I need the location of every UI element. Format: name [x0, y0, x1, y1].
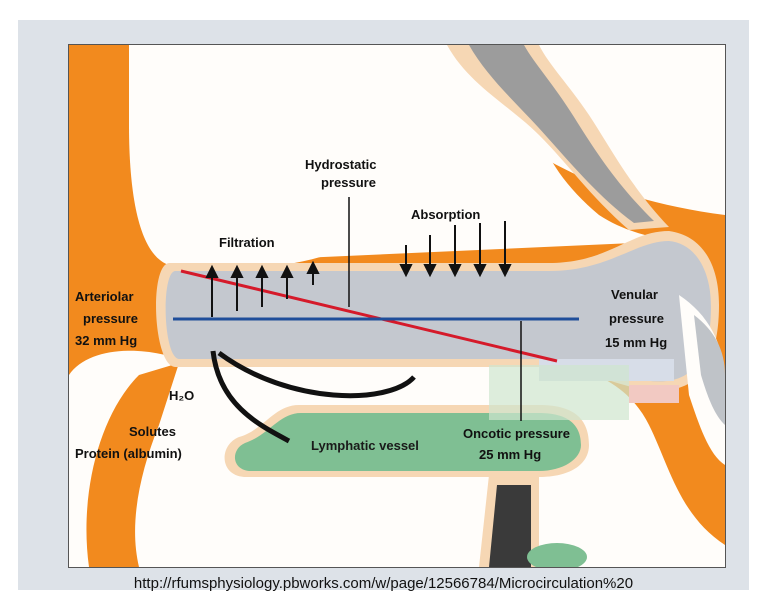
lymph-junction: [489, 365, 629, 420]
venular-label-2: pressure: [609, 311, 664, 326]
hydrostatic-label-2: pressure: [321, 175, 376, 190]
oncotic-label-1: Oncotic pressure: [463, 426, 570, 441]
protein-label: Protein (albumin): [75, 446, 182, 461]
lymphatic-label: Lymphatic vessel: [311, 438, 419, 453]
h2o-label: H₂O: [169, 388, 194, 403]
solutes-label: Solutes: [129, 424, 176, 439]
absorption-label: Absorption: [411, 207, 480, 222]
venular-label-3: 15 mm Hg: [605, 335, 667, 350]
hydrostatic-label-1: Hydrostatic: [305, 157, 377, 172]
venular-label-1: Venular: [611, 287, 658, 302]
source-url: http://rfumsphysiology.pbworks.com/w/pag…: [0, 575, 767, 592]
arteriolar-label-3: 32 mm Hg: [75, 333, 137, 348]
arteriolar-label-1: Arteriolar: [75, 289, 134, 304]
arteriolar-label-2: pressure: [83, 311, 138, 326]
venular-patch: [629, 385, 679, 403]
filtration-label: Filtration: [219, 235, 275, 250]
oncotic-label-2: 25 mm Hg: [479, 447, 541, 462]
microcirculation-diagram: Hydrostatic pressure Absorption Filtrati…: [68, 44, 726, 568]
